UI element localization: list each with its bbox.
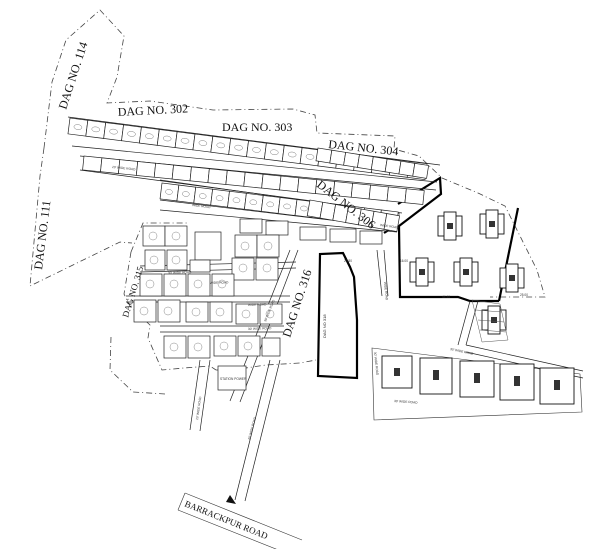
- barrackpur-road-label: BARRACKPUR ROAD: [183, 499, 270, 542]
- road-label-m: 30' WIDE ROAD: [394, 399, 418, 405]
- dag-303-label: DAG NO. 303: [222, 120, 292, 134]
- road-label-d: WIDE ROAD: [210, 280, 229, 285]
- dimension-label-a: 20.80: [344, 259, 352, 263]
- dimension-label-c: 16.00: [400, 259, 408, 263]
- road-label-e: 30' WIDE ROAD: [248, 326, 272, 331]
- road-label-j: 30' WIDE ROAD: [373, 352, 380, 376]
- large-houses-east: [409, 209, 525, 343]
- road-label-a: 20' WIDE ROAD: [112, 165, 136, 172]
- plot-row-top: [67, 117, 430, 245]
- road-label-f: 40' WIDE ROAD: [247, 416, 257, 440]
- road-label-c: WIDE ROAD: [380, 223, 399, 230]
- station-power-label: STATION POWER: [220, 377, 247, 381]
- misc-labels: STATION POWER 20.80 44.46 16.00 25.00: [220, 259, 528, 381]
- entrance-arrow-icon: [226, 495, 236, 504]
- road-label-n: 30' WIDE ROAD: [168, 270, 192, 275]
- dag-316-label: DAG NO. 316: [280, 268, 315, 339]
- dag-302-label: DAG NO. 302: [117, 101, 188, 119]
- road-label-l: WIDE ROAD: [248, 302, 267, 307]
- property-boundary: [29, 9, 546, 395]
- road-label-k: 30' WIDE ROAD: [450, 347, 474, 356]
- dimension-label-b: 44.46: [442, 295, 450, 299]
- dag-318-label: DAG NO 318: [322, 314, 327, 338]
- barrackpur-road: [177, 492, 303, 549]
- dimension-label-d: 25.00: [520, 293, 528, 297]
- road-label-b: WIDE ROAD: [192, 203, 211, 209]
- dag-111-label: DAG NO. 111: [31, 200, 53, 271]
- dag-114-label: DAG NO. 114: [56, 40, 91, 111]
- road-label-g: 20' WIDE ROAD: [195, 396, 202, 420]
- plot-cluster-dag-315: [133, 225, 283, 391]
- road-label-i: WIDE ROAD: [383, 282, 389, 301]
- houses-southeast-row: [371, 347, 583, 421]
